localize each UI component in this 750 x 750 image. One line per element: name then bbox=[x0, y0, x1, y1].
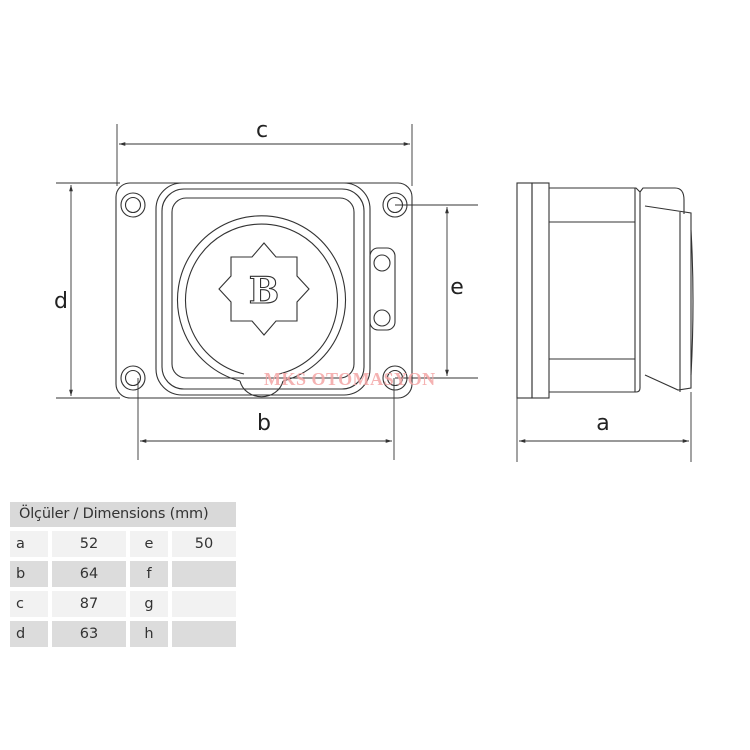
dimension-value: 63 bbox=[52, 621, 126, 647]
dimension-value: 64 bbox=[52, 561, 126, 587]
dimension-value bbox=[172, 561, 236, 587]
dimension-key: c bbox=[10, 591, 48, 617]
dimension-value: 50 bbox=[172, 531, 236, 557]
dimension-value: 52 bbox=[52, 531, 126, 557]
dimension-label-c: c bbox=[256, 118, 268, 143]
dimensions-table: Ölçüler / Dimensions (mm) a 52 e 50 b 64… bbox=[10, 502, 236, 651]
dimension-value bbox=[172, 621, 236, 647]
dimension-key: f bbox=[130, 561, 168, 587]
dimension-value: 87 bbox=[52, 591, 126, 617]
dimension-key: h bbox=[130, 621, 168, 647]
table-title: Ölçüler / Dimensions (mm) bbox=[10, 502, 236, 527]
side-dimension-lines bbox=[516, 392, 692, 462]
dimension-label-b: b bbox=[257, 411, 271, 436]
watermark-text: MKS OTOMASYON bbox=[264, 369, 436, 389]
dimension-key: e bbox=[130, 531, 168, 557]
table-row: b 64 f bbox=[10, 561, 236, 587]
dimension-lines bbox=[56, 124, 478, 460]
side-view bbox=[516, 182, 694, 399]
table-row: a 52 e 50 bbox=[10, 531, 236, 557]
brand-logo-letter: B bbox=[249, 270, 279, 312]
table-row: d 63 h bbox=[10, 621, 236, 647]
dimension-key: d bbox=[10, 621, 48, 647]
dimension-key: a bbox=[10, 531, 48, 557]
dimension-value bbox=[172, 591, 236, 617]
dimension-key: b bbox=[10, 561, 48, 587]
dimension-key: g bbox=[130, 591, 168, 617]
technical-drawing: B c d e b a M bbox=[54, 118, 694, 462]
dimension-label-a: a bbox=[596, 411, 609, 436]
brand-star-logo-icon bbox=[218, 242, 310, 336]
dimension-label-d: d bbox=[54, 289, 68, 314]
dimension-label-e: e bbox=[450, 275, 464, 300]
table-row: c 87 g bbox=[10, 591, 236, 617]
